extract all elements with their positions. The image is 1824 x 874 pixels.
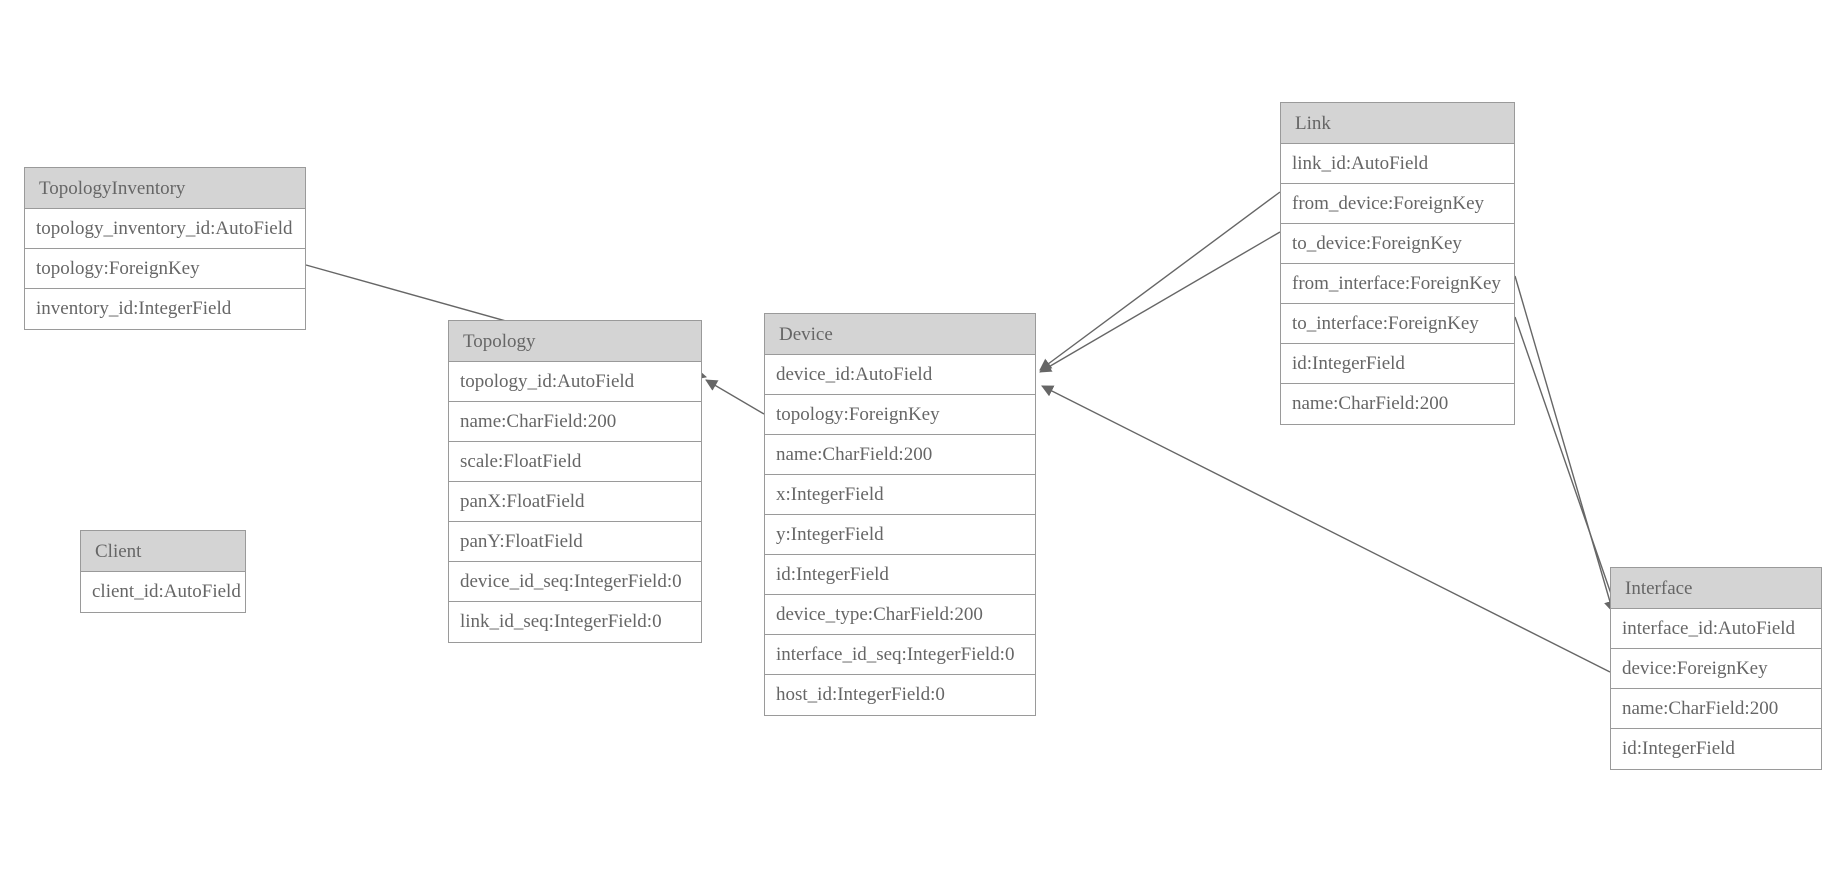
entity-title-device: Device: [765, 314, 1035, 355]
field-row[interactable]: name:CharField:200: [1292, 393, 1449, 414]
field-row[interactable]: topology:ForeignKey: [765, 395, 1035, 435]
field-row[interactable]: host_id:IntegerField:0: [776, 684, 945, 705]
field-row[interactable]: topology_inventory_id:AutoField: [25, 209, 305, 249]
field-row[interactable]: name:CharField:200: [449, 402, 701, 442]
field-row[interactable]: device_id_seq:IntegerField:0: [449, 562, 701, 602]
field-row[interactable]: from_device:ForeignKey: [1281, 184, 1514, 224]
field-row[interactable]: interface_id:AutoField: [1611, 609, 1821, 649]
field-row[interactable]: link_id_seq:IntegerField:0: [460, 611, 662, 632]
field-row[interactable]: id:IntegerField: [1281, 344, 1514, 384]
field-row[interactable]: topology:ForeignKey: [25, 249, 305, 289]
field-row[interactable]: name:CharField:200: [765, 435, 1035, 475]
field-row[interactable]: device_id:AutoField: [765, 355, 1035, 395]
field-row[interactable]: scale:FloatField: [449, 442, 701, 482]
edge-link-to-device: [1039, 231, 1281, 373]
field-row[interactable]: id:IntegerField: [1622, 738, 1735, 759]
edge-link-from-device: [1039, 191, 1281, 371]
field-row[interactable]: inventory_id:IntegerField: [36, 298, 232, 319]
entity-client[interactable]: Client client_id:AutoField: [80, 530, 246, 613]
field-row[interactable]: interface_id_seq:IntegerField:0: [765, 635, 1035, 675]
entity-title-interface: Interface: [1611, 568, 1821, 609]
field-row[interactable]: id:IntegerField: [765, 555, 1035, 595]
field-row[interactable]: link_id:AutoField: [1281, 144, 1514, 184]
field-row[interactable]: panX:FloatField: [449, 482, 701, 522]
entity-title-topology_inventory: TopologyInventory: [25, 168, 305, 209]
edge-device-topology: [705, 379, 765, 415]
field-row[interactable]: to_device:ForeignKey: [1281, 224, 1514, 264]
field-row[interactable]: device_type:CharField:200: [765, 595, 1035, 635]
field-row[interactable]: client_id:AutoField: [92, 581, 241, 602]
field-row[interactable]: from_interface:ForeignKey: [1281, 264, 1514, 304]
entity-fields-client: client_id:AutoField: [81, 572, 245, 612]
field-row[interactable]: name:CharField:200: [1611, 689, 1821, 729]
field-row[interactable]: y:IntegerField: [765, 515, 1035, 555]
field-row[interactable]: device:ForeignKey: [1611, 649, 1821, 689]
field-row[interactable]: x:IntegerField: [765, 475, 1035, 515]
edge-link-from-interface: [1514, 275, 1616, 613]
edge-interface-device: [1041, 385, 1611, 673]
entity-title-client: Client: [81, 531, 245, 572]
edge-link-to-interface: [1514, 316, 1621, 615]
field-row[interactable]: to_interface:ForeignKey: [1281, 304, 1514, 344]
field-row[interactable]: topology_id:AutoField: [449, 362, 701, 402]
entity-title-topology: Topology: [449, 321, 701, 362]
entity-title-link: Link: [1281, 103, 1514, 144]
field-row[interactable]: panY:FloatField: [449, 522, 701, 562]
